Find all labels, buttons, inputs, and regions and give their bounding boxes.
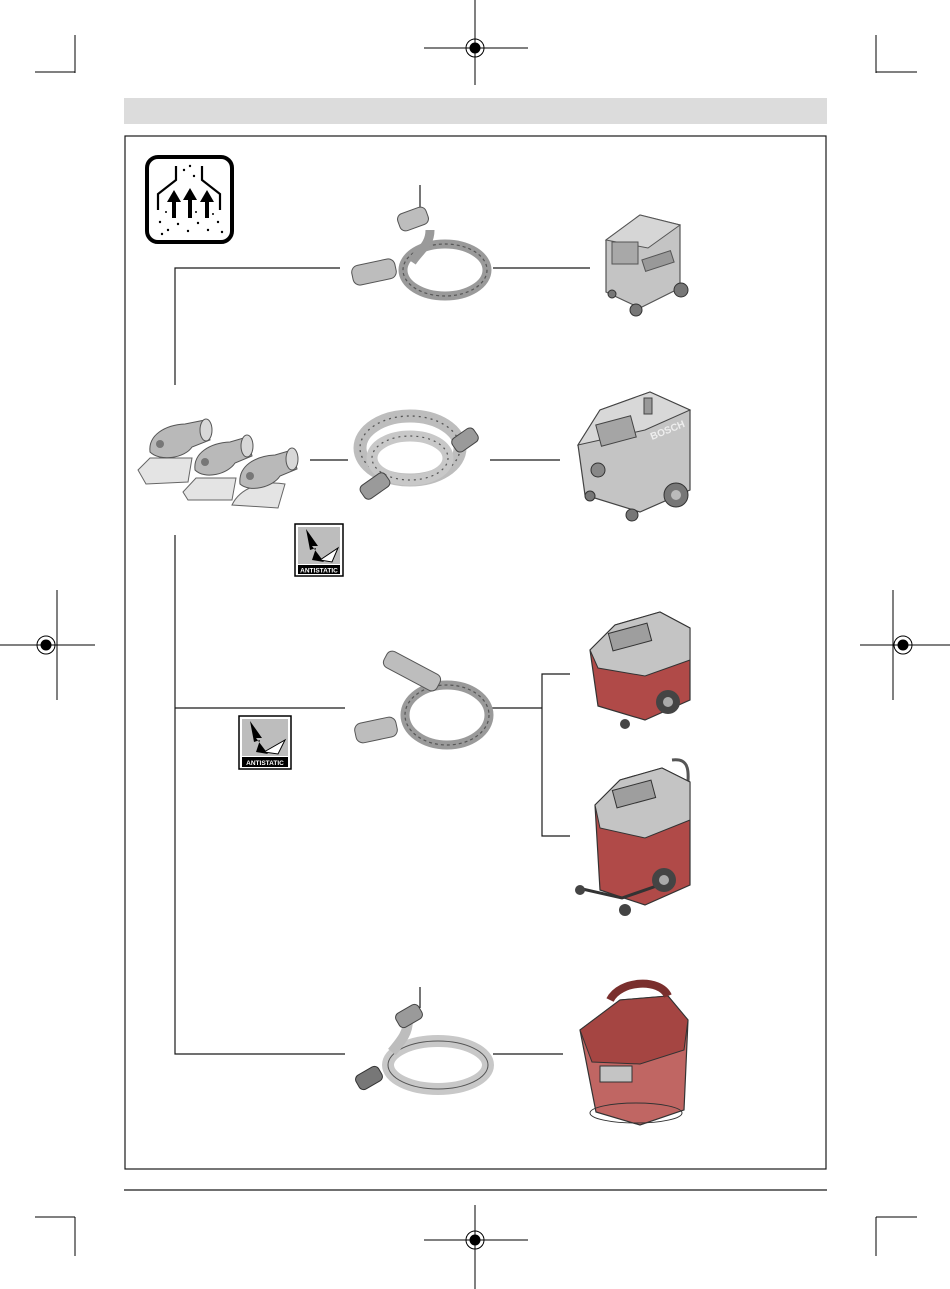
grey-coiled-hose xyxy=(350,205,487,296)
antistatic-label: ANTISTATIC xyxy=(300,568,338,575)
antistatic-hose xyxy=(353,649,489,745)
grey-wet-dry-vacuum-with-wheels: BOSCH xyxy=(578,392,690,521)
connector-lines xyxy=(175,185,590,1054)
antistatic-icon: ANTISTATIC xyxy=(239,716,291,769)
red-cordless-vacuum xyxy=(580,984,688,1125)
flat-grey-hose xyxy=(354,1003,488,1092)
antistatic-icon: ANTISTATIC xyxy=(295,524,343,576)
corrugated-grey-hose xyxy=(358,416,480,501)
red-vacuum-medium xyxy=(590,612,690,729)
dust-extraction-icon xyxy=(147,157,232,242)
compact-grey-vacuum xyxy=(606,215,688,316)
red-vacuum-large xyxy=(575,760,690,916)
header-band xyxy=(124,98,827,124)
sander-group xyxy=(138,419,298,508)
antistatic-label: ANTISTATIC xyxy=(246,760,284,767)
